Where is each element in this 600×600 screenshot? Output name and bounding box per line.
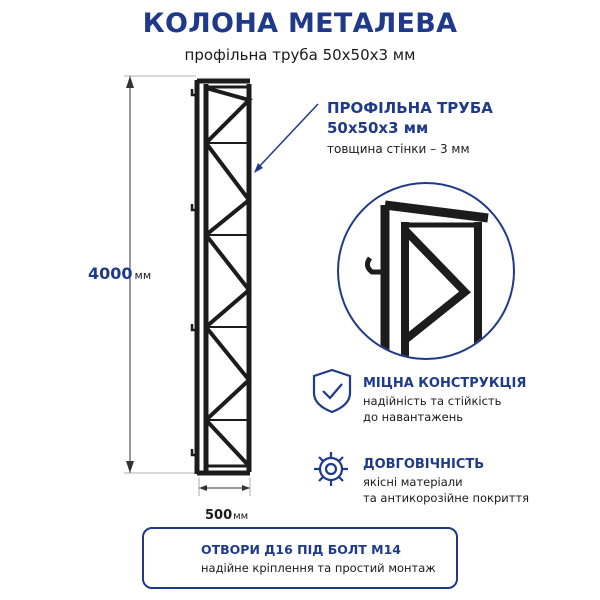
shield-check-icon [312, 368, 352, 414]
width-dimension-line [198, 478, 251, 496]
width-label: 500мм [205, 508, 248, 523]
feature-strength-line1: надійність та стійкість [363, 394, 502, 408]
page-title: КОЛОНА МЕТАЛЕВА [142, 8, 458, 39]
detail-zoom-circle [337, 182, 515, 360]
height-value: 4000 [88, 264, 133, 283]
feature-strength-line2: до навантажень [363, 410, 464, 424]
mounting-hooks [190, 89, 197, 457]
feature-durability-line1: якісні матеріали [363, 475, 463, 489]
feature-strength: МІЦНА КОНСТРУКЦІЯ надійність та стійкіст… [363, 376, 526, 425]
feature-strength-title: МІЦНА КОНСТРУКЦІЯ [363, 376, 527, 391]
callout-title-line2: 50х50х3 мм [327, 119, 429, 137]
bolt-holes-box [142, 527, 458, 589]
bolt-holes-subtitle: надійне кріплення та простий монтаж [201, 561, 436, 575]
feature-durability: ДОВГОВІЧНІСТЬ якісні матеріали та антико… [363, 457, 529, 506]
feature-durability-title: ДОВГОВІЧНІСТЬ [363, 457, 485, 472]
callout-note: товщина стінки – 3 мм [327, 142, 470, 156]
page-subtitle: профільна труба 50х50х3 мм [184, 46, 416, 64]
column-frame [194, 78, 253, 476]
callout-title-line1: ПРОФІЛЬНА ТРУБА [327, 99, 493, 117]
height-dimension-line [124, 75, 196, 474]
width-unit: мм [233, 511, 249, 522]
height-unit: мм [134, 269, 152, 282]
callout-title: ПРОФІЛЬНА ТРУБА 50х50х3 мм [327, 98, 493, 138]
width-value: 500 [205, 508, 233, 523]
bolt-holes-title: ОТВОРИ Д16 ПІД БОЛТ М14 [201, 542, 402, 557]
gear-icon [314, 452, 348, 486]
callout-arrow [254, 103, 319, 173]
feature-durability-line2: та антикорозійне покриття [363, 491, 530, 505]
